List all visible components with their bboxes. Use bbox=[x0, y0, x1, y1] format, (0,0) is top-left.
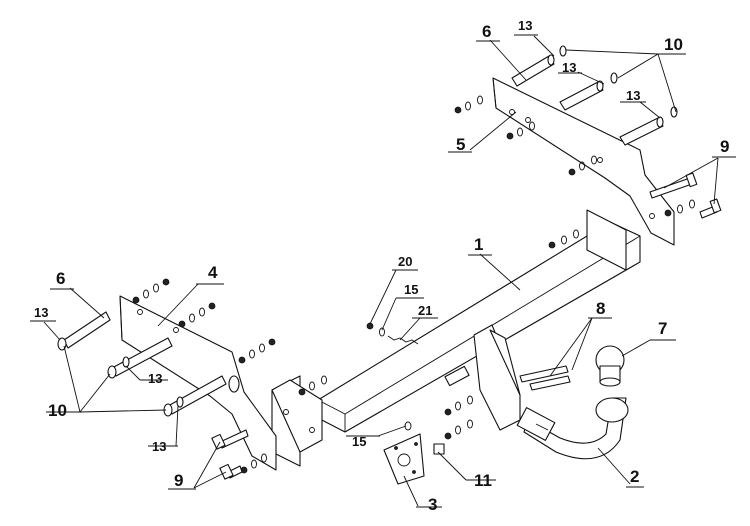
callout-8: 8 bbox=[588, 299, 612, 319]
callout-1: 1 bbox=[468, 235, 492, 256]
callout-9-left: 9 bbox=[168, 471, 196, 490]
callout-20: 20 bbox=[392, 254, 418, 271]
callout-7: 7 bbox=[650, 319, 676, 341]
svg-text:3: 3 bbox=[428, 495, 437, 514]
callout-15-bottom: 15 bbox=[346, 434, 380, 449]
svg-text:1: 1 bbox=[474, 235, 483, 254]
callout-2: 2 bbox=[626, 467, 644, 488]
callout-10-right: 10 bbox=[656, 35, 686, 55]
right-nuts-washers bbox=[454, 95, 695, 249]
tow-ball bbox=[595, 345, 625, 387]
left-side-bracket bbox=[119, 295, 277, 471]
callout-13-d: 13 bbox=[514, 18, 538, 36]
callout-3: 3 bbox=[416, 495, 442, 514]
ball-bolts bbox=[519, 365, 571, 391]
callout-13-c: 13 bbox=[148, 439, 178, 454]
crossbar-nuts bbox=[298, 322, 473, 455]
svg-text:9: 9 bbox=[174, 471, 183, 490]
callout-5: 5 bbox=[448, 135, 472, 154]
svg-text:7: 7 bbox=[658, 319, 667, 338]
svg-text:15: 15 bbox=[404, 282, 418, 297]
callout-6-right: 6 bbox=[476, 22, 500, 42]
callout-11: 11 bbox=[466, 471, 496, 490]
right-bolts bbox=[649, 172, 722, 219]
svg-text:20: 20 bbox=[398, 254, 412, 269]
svg-text:5: 5 bbox=[456, 135, 465, 154]
socket-plate bbox=[383, 433, 425, 485]
svg-text:15: 15 bbox=[352, 434, 366, 449]
leader-lines bbox=[43, 35, 719, 507]
callout-13-e: 13 bbox=[558, 60, 582, 75]
svg-text:21: 21 bbox=[418, 303, 432, 318]
svg-text:13: 13 bbox=[562, 60, 576, 75]
svg-text:8: 8 bbox=[596, 299, 605, 318]
svg-text:2: 2 bbox=[630, 467, 639, 486]
callout-13-a: 13 bbox=[30, 305, 56, 322]
svg-text:13: 13 bbox=[518, 18, 532, 33]
callout-13-f: 13 bbox=[620, 88, 646, 103]
right-sleeves bbox=[511, 45, 678, 146]
left-bolts bbox=[211, 429, 249, 480]
svg-text:6: 6 bbox=[482, 22, 491, 41]
callout-15-top: 15 bbox=[396, 282, 424, 299]
svg-text:9: 9 bbox=[720, 137, 729, 156]
callout-21: 21 bbox=[412, 303, 438, 319]
svg-text:6: 6 bbox=[56, 269, 65, 288]
callout-13-b: 13 bbox=[140, 371, 168, 386]
svg-text:13: 13 bbox=[148, 371, 162, 386]
left-sleeves bbox=[57, 311, 227, 417]
right-side-bracket bbox=[492, 77, 675, 246]
svg-text:10: 10 bbox=[664, 35, 683, 54]
callout-9-right: 9 bbox=[712, 137, 736, 158]
tow-ball-neck bbox=[516, 397, 629, 460]
left-nuts-washers bbox=[132, 278, 276, 474]
svg-text:10: 10 bbox=[48, 401, 67, 420]
callout-10-left: 10 bbox=[46, 401, 82, 420]
callout-6-left: 6 bbox=[50, 269, 74, 290]
callout-4: 4 bbox=[196, 263, 224, 285]
main-crossbar bbox=[271, 209, 641, 467]
svg-text:13: 13 bbox=[626, 88, 640, 103]
svg-text:4: 4 bbox=[208, 263, 218, 282]
svg-text:13: 13 bbox=[34, 305, 48, 320]
